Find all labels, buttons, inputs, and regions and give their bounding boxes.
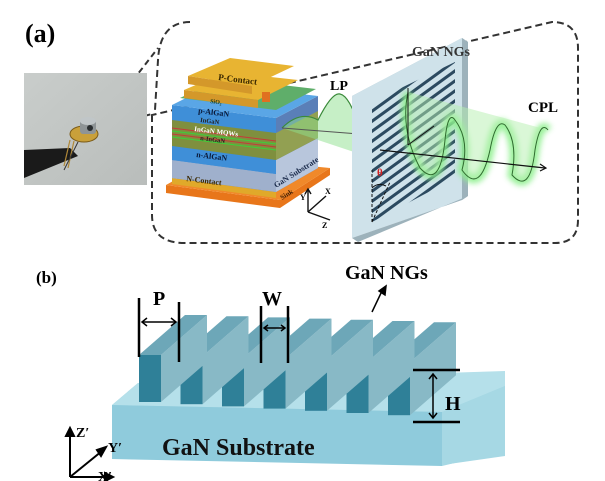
stack-axis-z: Z <box>322 221 327 230</box>
height-label: H <box>445 393 461 415</box>
grating-label-b: GaN NGs <box>345 262 428 284</box>
width-label: W <box>262 288 282 310</box>
substrate-label: GaN Substrate <box>162 435 315 461</box>
ridge-side-face <box>410 322 456 416</box>
coordinate-axes <box>64 425 116 481</box>
axis-z-prime: Z′ <box>76 426 89 441</box>
ridge-side-face <box>285 318 332 409</box>
cpl-label: CPL <box>528 100 558 116</box>
period-label: P <box>153 288 165 310</box>
height-dimension <box>413 368 460 424</box>
layer-label-ingan: InGaN <box>200 117 220 126</box>
layer-label-n-contact: N-Contact <box>186 174 223 187</box>
panel-a-label: (a) <box>25 19 55 48</box>
period-dimension <box>137 298 181 362</box>
ridge-side-face <box>202 316 249 405</box>
layer-label-p-algan: p-AlGaN <box>198 106 230 119</box>
grating-ridges <box>139 315 456 416</box>
grating-label-a: GaN NGs <box>412 45 471 60</box>
ridge-top-face <box>139 315 207 355</box>
lp-label: LP <box>330 79 348 94</box>
grating-ridge <box>139 315 207 402</box>
panel-b-label: (b) <box>36 268 57 287</box>
ridge-front-face <box>139 355 161 402</box>
laser-layer-stack <box>166 58 330 208</box>
grating-pointer-arrow <box>371 284 387 313</box>
ridge-side-face <box>161 315 207 402</box>
width-dimension <box>259 306 290 363</box>
layer-label-n-ingan: n-InGaN <box>200 135 226 145</box>
ridge-side-face <box>368 321 415 413</box>
callout-frame <box>151 20 579 244</box>
layer-label-n-algan: n-AlGaN <box>196 150 228 163</box>
stack-axis-y: Y <box>300 193 306 202</box>
layer-label-sio2: SiO₂ <box>210 99 222 106</box>
ridge-side-face <box>244 317 290 407</box>
ridge-side-face <box>327 319 373 411</box>
cpl-wave <box>379 88 552 186</box>
stack-axes <box>304 187 331 221</box>
axis-x-prime: X′ <box>98 470 112 481</box>
layer-label-p-contact: P-Contact <box>218 72 258 87</box>
laser-diode-photo <box>24 73 147 185</box>
axis-y-prime: Y′ <box>108 441 122 456</box>
stack-axis-x: X <box>325 187 331 196</box>
theta-label: θ <box>377 167 383 179</box>
